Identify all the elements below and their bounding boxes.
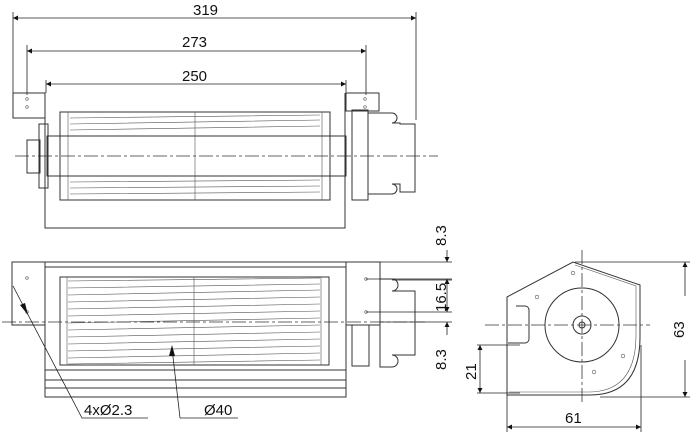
- left-bracket: [12, 92, 46, 119]
- top-view: 319 273 250: [12, 2, 438, 229]
- dim-top-offset: 8.3: [433, 225, 450, 246]
- motor: [368, 112, 416, 195]
- side-view: 63 21 61: [463, 250, 690, 432]
- front-view: 8.3 16.5 8.3 4xØ2.3 Ø40: [2, 225, 452, 419]
- dim-overall-length: 319: [193, 2, 218, 19]
- dim-hole-spacing: 273: [182, 34, 207, 51]
- dim-rotor-length: 250: [182, 68, 207, 85]
- rotor-diameter-label: Ø40: [204, 402, 232, 419]
- rotor: [59, 276, 330, 366]
- dim-hole-spacing-vertical: 16.5: [433, 283, 450, 312]
- dim-housing-width: 61: [565, 410, 582, 427]
- mounting-holes-label: 4xØ2.3: [84, 402, 132, 419]
- dim-housing-height: 63: [671, 321, 688, 338]
- housing-outline: [506, 261, 641, 396]
- dim-outlet-height: 21: [463, 363, 480, 380]
- dim-bottom-offset: 8.3: [433, 349, 450, 370]
